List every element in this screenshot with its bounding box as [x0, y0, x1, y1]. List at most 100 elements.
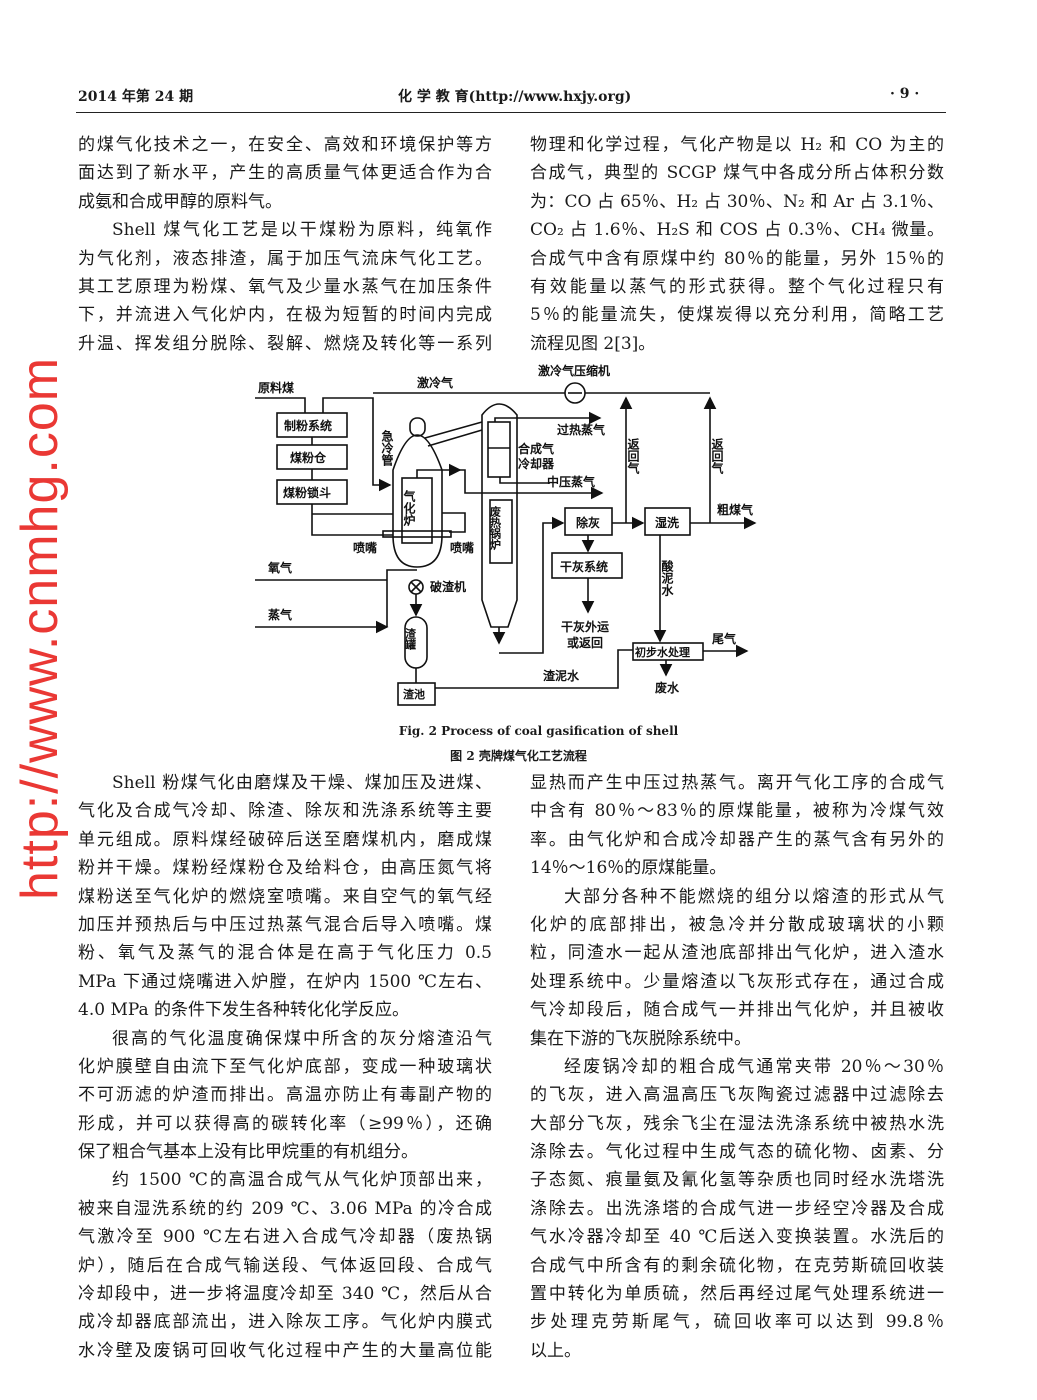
text-line: 4.0 MPa 的条件下发生各种转化化学反应。: [78, 1000, 410, 1021]
label-slag-crusher: 破渣机: [430, 579, 466, 594]
label-waste-boiler: 废热锅炉: [489, 505, 502, 551]
label-nozzle-left: 喷嘴: [353, 540, 377, 555]
label-nozzle-right: 喷嘴: [450, 540, 474, 555]
top-right-column: 物理和化学过程，气化产物是以 H₂ 和 CO 为主的合成气，典型的 SCGP 煤…: [530, 131, 944, 358]
label-dry-ash-out-1: 干灰外运: [561, 619, 609, 634]
label-waste-water: 废水: [655, 680, 680, 695]
top-left-column: 的煤气化技术之一，在安全、高效和环境保护等方面达到了新水平，产生的高质量气体更适…: [78, 131, 492, 358]
text-line: 以上。: [530, 1340, 581, 1361]
text-line: 加压并预热后与中压过热蒸气混合后导入喷嘴。煤: [78, 914, 492, 935]
text-line: 气水冷器冷却至 40 ℃后送入变换装置。水洗后的: [530, 1227, 944, 1248]
text-line: 被来自湿洗系统的约 209 ℃、3.06 MPa 的冷合成: [78, 1198, 492, 1219]
text-line: 中含有 80％～83％的原煤能量，被称为冷煤气效: [530, 801, 944, 822]
figure-caption-cn: 图 2 壳牌煤气化工艺流程: [450, 749, 587, 763]
label-crude-gas: 粗煤气: [717, 502, 753, 517]
text-line: 率。由气化炉和合成冷却器产生的蒸气含有另外的: [530, 829, 944, 850]
text-line: 粒，同渣水一起从渣池底部排出气化炉，进入渣水: [530, 943, 944, 964]
label-ash-removal: 除灰: [576, 515, 600, 530]
text-line: 粉并干燥。煤粉经煤粉仓及给料仓，由高压氮气将: [78, 858, 492, 879]
text-line: 冷却段中，进一步将温度冷却至 340 ℃，然后从合: [78, 1284, 492, 1305]
label-return-gas-2: 返回气: [710, 437, 724, 475]
wet-wash-box: [644, 507, 691, 536]
bottom-right-column: 显热而产生中压过热蒸气。离开气化工序的合成气中含有 80％～83％的原煤能量，被…: [530, 769, 944, 1365]
text-line: 形成，并可以获得高的碳转化率（≥99％），还确: [78, 1113, 492, 1134]
text-line: 面达到了新水平，产生的高质量气体更适合作为合: [78, 163, 492, 184]
label-quench-pipe: 急冷管: [380, 429, 394, 467]
text-line: 合成气中所含有的剩余硫化物，在克劳斯硫回收装: [530, 1255, 944, 1276]
text-line: 的飞灰，进入高温高压飞灰陶瓷过滤器中过滤除去: [530, 1085, 944, 1106]
text-line: 气激冷至 900 ℃左右进入合成气冷却器（废热锅: [78, 1227, 492, 1248]
label-slag-tank: 渣罐: [404, 627, 418, 651]
text-line: 5％的能量流失，使煤炭得以充分利用，简略工艺: [530, 305, 944, 326]
label-oxygen: 氧气: [267, 560, 292, 575]
text-line: 显热而产生中压过热蒸气。离开气化工序的合成气: [530, 773, 944, 793]
dry-ash-system-box: [551, 552, 623, 579]
label-dry-ash-out-2: 或返回: [567, 635, 603, 650]
label-syngas-cooler-1: 合成气: [518, 441, 554, 456]
text-line: 单元组成。原料煤经破碎后送至磨煤机内，磨成煤: [78, 829, 492, 850]
label-slag-slurry: 渣泥水: [543, 668, 580, 683]
gasifier-vessel: [392, 434, 443, 568]
text-line: 大部分飞灰，残余飞尘在湿法洗涤系统中被热水洗: [530, 1113, 944, 1134]
text-line: 为气化剂，液态排渣，属于加压气流床气化工艺。: [78, 248, 492, 269]
label-milling: 制粉系统: [284, 418, 332, 433]
text-line: 合成气，典型的 SCGP 煤气中各成分所占体积分数: [530, 163, 944, 184]
text-line: 煤粉送至气化炉的燃烧室喷嘴。来自空气的氧气经: [78, 886, 492, 907]
label-gasifier: 气化炉: [402, 489, 416, 527]
text-line: 14％～16％的原煤能量。: [530, 858, 727, 879]
label-quench-compressor: 激冷气压缩机: [538, 363, 610, 378]
text-line: 步处理克劳斯尾气，硫回收率可以达到 99.8％: [530, 1312, 944, 1333]
text-line: 气冷却段后，随合成气一并排出气化炉，并且被收: [530, 1000, 944, 1021]
text-line: 粉、氧气及蒸气的混合体是在高于气化压力 0.5: [78, 943, 492, 964]
text-line: 涤除去。气化过程中生成气态的硫化物、卤素、分: [530, 1142, 944, 1163]
text-line: 为：CO 占 65％、H₂ 占 30％、N₂ 和 Ar 占 3.1％、: [530, 191, 944, 212]
label-syngas-cooler-2: 冷却器: [518, 456, 555, 471]
text-line: 处理系统中。少量熔渣以飞灰形式存在，通过合成: [530, 971, 944, 992]
header-rule: [76, 112, 946, 113]
text-line: 约 1500 ℃的高温合成气从气化炉顶部出来，: [112, 1170, 492, 1191]
label-dry-ash-system: 干灰系统: [560, 559, 608, 574]
bottom-left-column: Shell 粉煤气化由磨煤及干燥、煤加压及进煤、气化及合成气冷却、除渣、除灰和洗…: [78, 769, 492, 1365]
text-line: 成氨和合成甲醇的原料气。: [78, 191, 282, 212]
figure-caption-en: Fig. 2 Process of coal gasification of s…: [398, 724, 679, 738]
label-steam: 蒸气: [268, 607, 292, 622]
text-line: 大部分各种不能燃烧的组分以熔渣的形式从气: [564, 886, 944, 907]
text-line: 有效能量以蒸气的形式获得。整个气化过程只有: [530, 276, 944, 297]
text-line: 成冷却器底部流出，进入除灰工序。气化炉内膜式: [78, 1312, 492, 1333]
slag-pool-box: [397, 682, 436, 706]
text-line: 合成气中含有原煤中约 80％的能量，另外 15％的: [530, 248, 944, 269]
text-line: 的煤气化技术之一，在安全、高效和环境保护等方: [78, 135, 492, 155]
label-tail-gas: 尾气: [712, 631, 736, 646]
text-line: 集在下游的飞灰脱除系统中。: [530, 1028, 751, 1049]
label-primary-water: 初步水处理: [635, 645, 690, 659]
label-wet-wash: 湿洗: [655, 515, 679, 530]
text-line: 涤除去。出洗涤塔的合成气进一步经空冷器及合成: [530, 1198, 944, 1219]
text-line: CO₂ 占 1.6％、H₂S 和 COS 占 0.3％、CH₄ 微量。: [530, 220, 944, 241]
text-line: Shell 煤气化工艺是以干煤粉为原料，纯氧作: [112, 220, 492, 241]
process-flow-diagram: 原料煤 制粉系统 煤粉仓 煤粉锁斗 气化炉 急冷管 喷嘴 喷嘴 氧气 蒸气 破渣…: [255, 363, 757, 706]
text-line: 气化及合成气冷却、除渣、除灰和洗涤系统等主要: [78, 801, 492, 822]
text-line: 保了粗合气基本上没有比甲烷重的有机组分。: [78, 1142, 418, 1163]
text-line: 流程见图 2[3]。: [530, 333, 656, 354]
label-mp-steam: 中压蒸气: [547, 474, 595, 489]
watermark: http://www.cnmhg.com: [11, 356, 69, 900]
text-line: 经废锅冷却的粗合成气通常夹带 20％～30％: [564, 1056, 944, 1077]
text-line: 升温、挥发组分脱除、裂解、燃烧及转化等一系列: [78, 333, 492, 354]
label-superheated-steam: 过热蒸气: [557, 422, 605, 437]
text-line: 水冷壁及废锅可回收气化过程中产生的大量高位能: [78, 1340, 492, 1361]
text-line: 其工艺原理为粉煤、氧气及少量水蒸气在加压条件: [78, 276, 492, 297]
label-coal-bin: 煤粉仓: [290, 450, 327, 465]
journal-title: 化 学 教 育(http://www.hxjy.org): [398, 89, 632, 105]
text-line: 下，并流进入气化炉内，在极为短暂的时间内完成: [78, 305, 492, 326]
text-line: MPa 下通过烧嘴进入炉膛，在炉内 1500 ℃左右、: [78, 971, 492, 992]
text-line: 炉），随后在合成气输送段、气体返回段、合成气: [78, 1255, 492, 1276]
text-line: 物理和化学过程，气化产物是以 H₂ 和 CO 为主的: [530, 135, 944, 155]
issue-number: 2014 年第 24 期: [78, 89, 194, 105]
compressor-icon: [564, 382, 586, 404]
label-raw-coal: 原料煤: [258, 380, 294, 395]
text-line: 不可沥滤的炉渣而排出。高温亦防止有毒副产物的: [78, 1085, 492, 1106]
page-number: · 9 ·: [890, 86, 920, 102]
label-return-gas-1: 返回气: [626, 437, 640, 475]
text-line: 很高的气化温度确保煤中所含的灰分熔渣沿气: [112, 1028, 492, 1049]
label-acid-slurry: 酸泥水: [660, 559, 674, 597]
